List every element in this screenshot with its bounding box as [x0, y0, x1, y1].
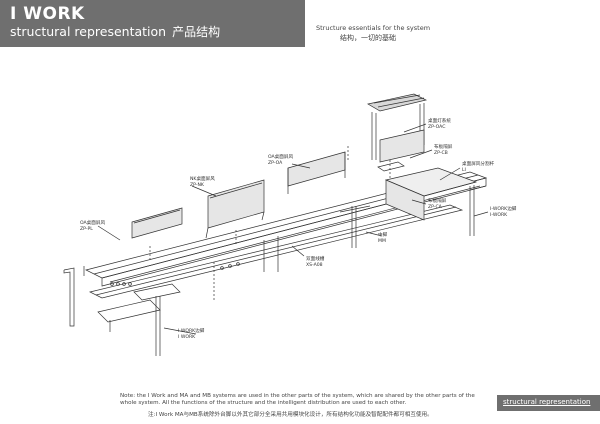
subtitle-en: structural representation: [10, 24, 167, 39]
footer-tag-link[interactable]: structural representation: [503, 398, 591, 406]
callout-labels: 桌面灯系统 ZP-OAC 布板隔屏 ZP-CB 桌面屏风分割杆 LI OA桌面屏…: [80, 117, 517, 340]
footer-tag-band: structural representation: [497, 395, 600, 411]
callout-label-code: ZP-PL: [80, 226, 93, 232]
callout-label-code: I WORK: [178, 334, 196, 340]
header-band: I WORK structural representation 产品结构: [0, 0, 305, 47]
callout-label-code: ZP-CB: [434, 150, 448, 156]
callout-label-code: ZP-OA: [268, 160, 283, 166]
callout-label-code: LI: [462, 167, 466, 173]
callout-label-cn: 布板隔屏: [428, 197, 447, 204]
subtitle-cn: 产品结构: [172, 25, 221, 39]
callout-label-code: I-WORK: [490, 212, 508, 218]
callout-label-cn: 双面线槽: [306, 255, 325, 262]
callout-label-cn: OA桌面屏风: [80, 219, 105, 226]
callout-label-cn: NK桌面屏风: [190, 175, 215, 182]
callout-label-cn: 桌面屏风分割杆: [462, 160, 495, 167]
callout-label-cn: 中脚: [378, 231, 388, 238]
callout-label-cn: I WORK边脚: [178, 327, 205, 334]
structure-linework: [63, 93, 489, 356]
callout-label-code: ZP-NK: [190, 182, 205, 188]
page-subtitle: structural representation 产品结构: [10, 24, 221, 40]
callout-label-cn: 布板隔屏: [434, 143, 453, 150]
footer-note-cn: 注:I Work MA与MB系统除外台脚以外其它部分全采用共用模块化设计，所有结…: [148, 412, 433, 418]
callout-label-cn: 桌面灯系统: [428, 117, 451, 124]
callout-label-cn: I-WORK边脚: [490, 205, 517, 212]
section-heading-cn: 结构，一切的基础: [340, 34, 396, 42]
callout-label-code: XS-A08: [306, 262, 323, 268]
section-heading-en: Structure essentials for the system: [316, 24, 431, 32]
callout-label-cn: OA桌面屏风: [268, 153, 293, 160]
callout-label-code: ZP-CA: [428, 204, 443, 210]
callout-label-code: ZP-OAC: [428, 124, 445, 130]
callout-label-code: MM: [378, 238, 386, 244]
footer-note-en: Note: the I Work and MA and MB systems a…: [120, 393, 475, 407]
page-title: I WORK: [10, 4, 85, 24]
